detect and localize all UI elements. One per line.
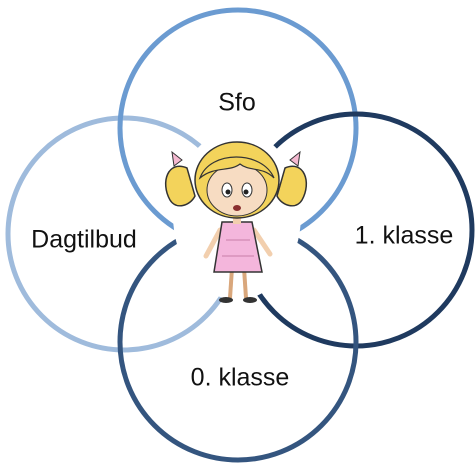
label-dagtilbud: Dagtilbud xyxy=(31,225,137,254)
label-0-klasse: 0. klasse xyxy=(190,363,290,392)
label-sfo: Sfo xyxy=(218,88,256,117)
label-1-klasse: 1. klasse xyxy=(354,221,454,250)
girl-figure-icon xyxy=(164,141,308,303)
